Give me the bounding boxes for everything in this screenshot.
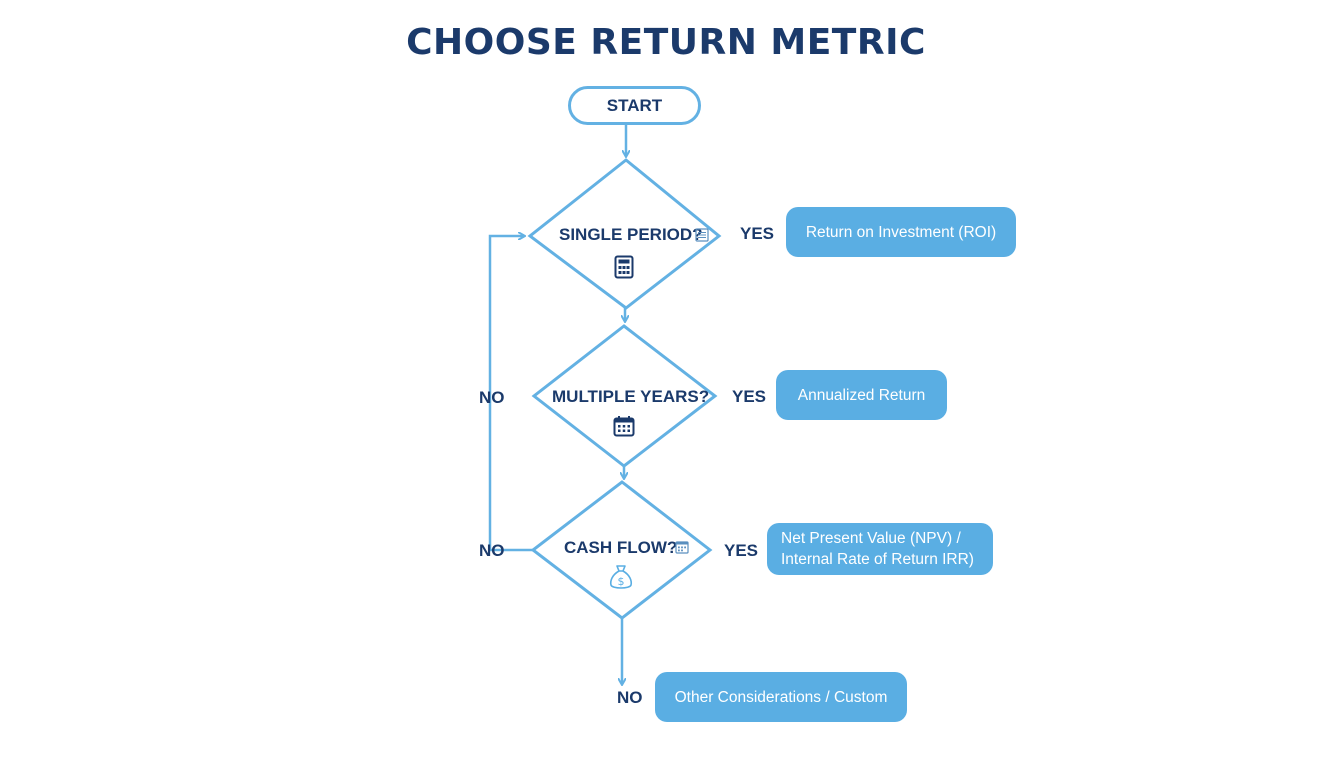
small-calendar-icon xyxy=(675,541,689,554)
calculator-icon xyxy=(614,255,634,279)
outcome-npv-irr: Net Present Value (NPV) / Internal Rate … xyxy=(767,523,993,575)
svg-text:$: $ xyxy=(618,575,625,588)
final-no-label: NO xyxy=(617,688,643,707)
outcome-other-considerations: Other Considerations / Custom xyxy=(655,672,907,722)
start-node: START xyxy=(568,86,701,125)
decision-1-yes-label: YES xyxy=(740,224,775,243)
calendar-icon xyxy=(613,416,635,437)
decision-2-question: MULTIPLE YEARS? xyxy=(552,387,710,406)
decision-1-question: SINGLE PERIOD? xyxy=(559,225,703,244)
outcome-roi: Return on Investment (ROI) xyxy=(786,207,1016,257)
connector-no-loop xyxy=(488,236,533,552)
page-title: CHOOSE RETURN METRIC xyxy=(406,22,926,63)
outcome-annualized-return: Annualized Return xyxy=(776,370,947,420)
document-stack-icon xyxy=(695,228,709,242)
decision-2-no-label: NO xyxy=(479,388,505,407)
decision-3-question: CASH FLOW? xyxy=(564,538,678,557)
decision-2-yes-label: YES xyxy=(732,387,767,406)
decision-3-yes-label: YES xyxy=(724,541,759,560)
outcome-irr-line: Internal Rate of Return IRR) xyxy=(781,551,974,568)
money-bag-icon: $ xyxy=(609,565,633,589)
outcome-npv-line: Net Present Value (NPV) / xyxy=(781,530,961,547)
decision-3-no-label: NO xyxy=(479,541,505,560)
